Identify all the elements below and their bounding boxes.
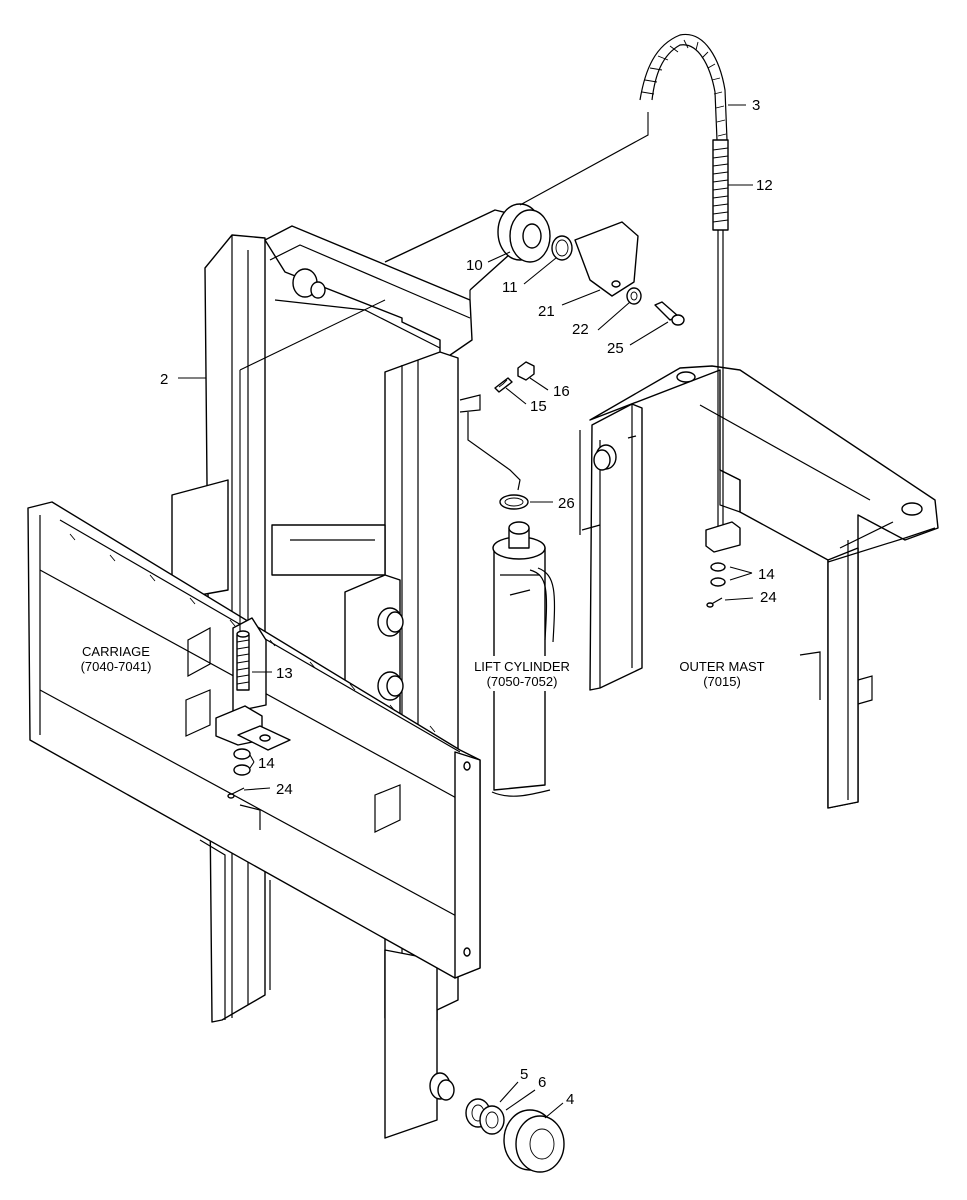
- callout-13: 13: [276, 665, 293, 682]
- sheave-assembly: [497, 203, 685, 326]
- cylinder-hardware: [459, 361, 535, 510]
- outer-mast-code: (7015): [703, 674, 741, 689]
- callout-12: 12: [756, 177, 773, 194]
- lift-cylinder-caption: LIFT CYLINDER: [474, 659, 570, 674]
- carriage-caption: CARRIAGE: [82, 644, 150, 659]
- callout-15: 15: [530, 398, 547, 415]
- callout-6: 6: [538, 1074, 546, 1091]
- callout-25: 25: [607, 340, 624, 357]
- callout-22: 22: [572, 321, 589, 338]
- callout-14-carriage: 14: [258, 755, 275, 772]
- carriage-code: (7040-7041): [81, 659, 152, 674]
- callout-3: 3: [752, 97, 760, 114]
- callout-24-carriage: 24: [276, 781, 293, 798]
- outer-mast-caption: OUTER MAST: [679, 659, 764, 674]
- outer-mast: [579, 365, 939, 809]
- callout-10: 10: [466, 257, 483, 274]
- stud-bracket: [215, 617, 291, 799]
- lift-chain: [639, 33, 741, 608]
- callout-21: 21: [538, 303, 555, 320]
- callout-16: 16: [553, 383, 570, 400]
- callout-11: 11: [502, 279, 518, 296]
- assembly-captions: CARRIAGE (7040-7041) LIFT CYLINDER (7050…: [66, 641, 772, 691]
- lift-cylinder-code: (7050-7052): [487, 674, 558, 689]
- bottom-roller: [465, 1098, 565, 1173]
- callout-24-outer-mast: 24: [760, 589, 777, 606]
- callout-14-outer-mast: 14: [758, 566, 775, 583]
- callout-2: 2: [160, 371, 168, 388]
- callout-labels: 2 3 4 5 6 10 11 12 13 14 14 15 16 21 22 …: [160, 97, 777, 1108]
- leader-lines: [178, 104, 754, 1119]
- callout-26: 26: [558, 495, 575, 512]
- callout-4: 4: [566, 1091, 574, 1108]
- callout-5: 5: [520, 1066, 528, 1083]
